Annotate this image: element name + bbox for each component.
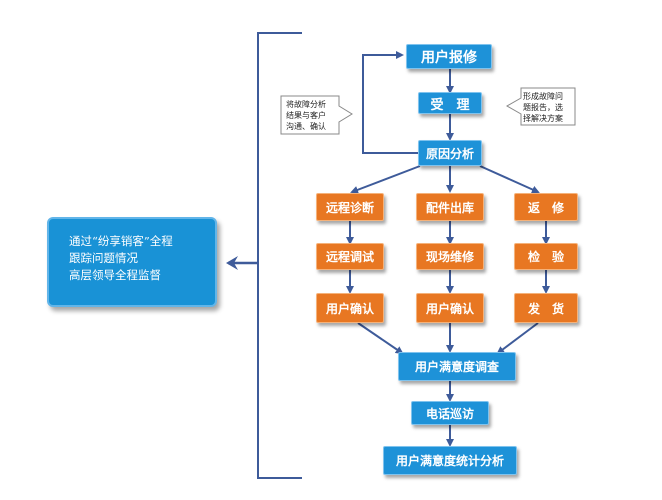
feedback-loop	[362, 51, 420, 154]
step-onsite-repair: 现场维修	[416, 243, 484, 270]
step-cause-analysis: 原因分析	[418, 140, 482, 166]
step-satisfaction-survey: 用户满意度调查	[398, 352, 516, 381]
step-user-confirm-1: 用户确认	[316, 293, 384, 323]
side-panel-line: 通过“纷享销客”全程	[69, 234, 173, 248]
step-return-repair: 返 修	[514, 193, 578, 221]
step-phone-followup: 电话巡访	[411, 401, 489, 425]
side-panel: 通过“纷享销客”全程 跟踪问题情况 高层领导全程监督	[47, 217, 217, 307]
step-shipping: 发 货	[514, 293, 578, 323]
left-callout-line: 将故障分析	[286, 100, 326, 109]
left-callout-text: 将故障分析 结果与客户 沟通、确认	[286, 99, 326, 132]
side-panel-line: 高层领导全程监督	[69, 268, 161, 282]
step-accept: 受 理	[418, 92, 482, 114]
right-callout-shape	[505, 87, 576, 126]
right-callout-line: 形成故障问	[523, 92, 563, 101]
left-callout-line: 沟通、确认	[286, 122, 326, 131]
right-callout-line: 择解决方案	[523, 114, 563, 123]
step-user-report: 用户报修	[406, 44, 492, 69]
step-remote-debug: 远程调试	[316, 243, 384, 270]
right-callout-line: 题报告，选	[523, 103, 563, 112]
step-satisfaction-stats: 用户满意度统计分析	[383, 446, 517, 475]
step-user-confirm-2: 用户确认	[416, 293, 484, 323]
step-parts-outbound: 配件出库	[416, 193, 484, 221]
left-callout-shape	[280, 95, 353, 135]
left-callout-line: 结果与客户	[286, 111, 326, 120]
side-panel-line: 跟踪问题情况	[69, 251, 138, 265]
right-callout-text: 形成故障问 题报告，选 择解决方案	[523, 91, 563, 124]
step-remote-diagnosis: 远程诊断	[316, 193, 384, 221]
bracket-line	[257, 32, 302, 479]
step-inspection: 检 验	[514, 243, 578, 270]
